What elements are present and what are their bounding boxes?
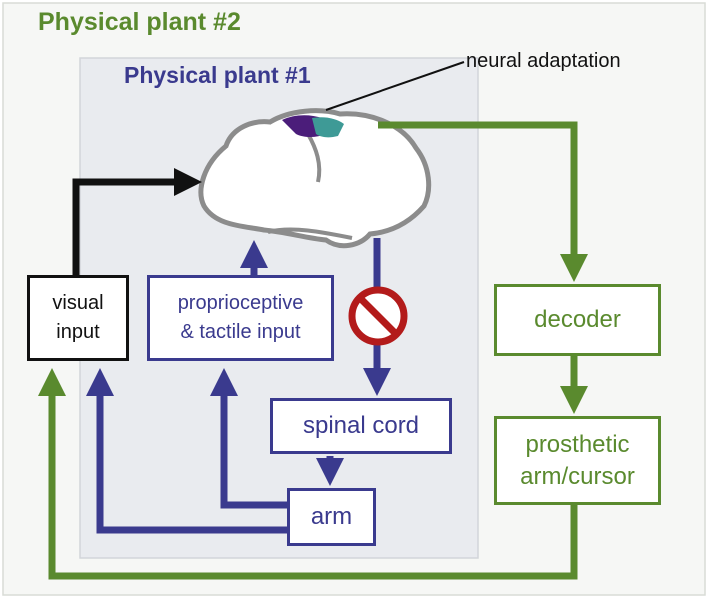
inner-plant-title: Physical plant #1 <box>124 62 311 88</box>
brain-to-decoder-arrow <box>378 121 588 282</box>
brain-icon <box>198 108 432 249</box>
prosthetic-line1: prosthetic <box>525 430 630 458</box>
prosthetic-line2: arm/cursor <box>520 462 635 490</box>
visual-input-box: visual input <box>27 275 129 361</box>
proprioceptive-line2: & tactile input <box>180 321 301 343</box>
visual-input-line2: input <box>56 321 100 343</box>
arm-to-visual-arrow <box>86 368 287 534</box>
spinal-cord-box: spinal cord <box>270 398 452 454</box>
outer-plant-title: Physical plant #2 <box>38 8 241 36</box>
arm-to-proprioceptive-arrow <box>210 368 287 509</box>
neural-adaptation-label: neural adaptation <box>466 50 621 72</box>
proprioceptive-line1: proprioceptive <box>177 292 304 314</box>
arm-box: arm <box>287 488 376 546</box>
spinal-cord-label: spinal cord <box>302 412 420 439</box>
annotation-leader-line <box>325 61 465 111</box>
no-entry-icon <box>348 286 408 346</box>
sensory-cortex-region <box>312 117 344 138</box>
decoder-box: decoder <box>494 284 661 356</box>
arm-label: arm <box>310 503 353 530</box>
visual-input-line1: visual <box>52 292 104 314</box>
proprioceptive-box: proprioceptive & tactile input <box>147 275 334 361</box>
decoder-label: decoder <box>534 306 621 333</box>
visual-to-brain-arrow <box>72 168 202 275</box>
prosthetic-to-visual-arrow <box>38 368 578 580</box>
prosthetic-box: prosthetic arm/cursor <box>494 416 661 505</box>
